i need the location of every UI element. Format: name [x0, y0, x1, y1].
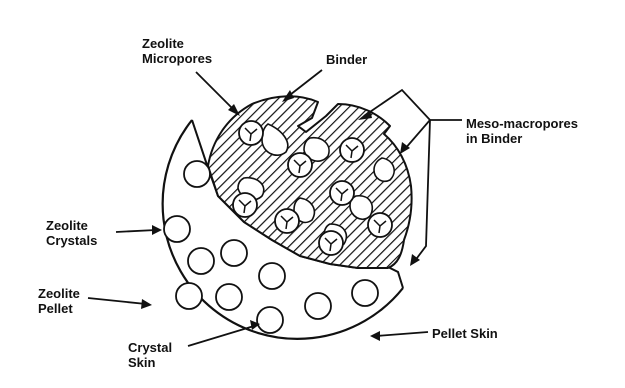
label-zeolite-pellet-line-2: Pellet: [38, 301, 80, 316]
label-binder-text: Binder: [326, 52, 367, 67]
label-crystal-skin-line-2: Skin: [128, 355, 172, 370]
label-meso-macropores-line-2: in Binder: [466, 131, 578, 146]
label-crystal-skin: Crystal Skin: [128, 340, 172, 370]
label-pellet-skin-text: Pellet Skin: [432, 326, 498, 341]
label-zeolite-crystals-line-2: Crystals: [46, 233, 97, 248]
label-meso-macropores: Meso-macropores in Binder: [466, 116, 578, 146]
label-zeolite-pellet-line-1: Zeolite: [38, 286, 80, 301]
label-binder: Binder: [326, 52, 367, 67]
label-zeolite-micropores-line-2: Micropores: [142, 51, 212, 66]
label-zeolite-pellet: Zeolite Pellet: [38, 286, 80, 316]
label-pellet-skin: Pellet Skin: [432, 326, 498, 341]
label-zeolite-micropores-line-1: Zeolite: [142, 36, 212, 51]
label-meso-macropores-line-1: Meso-macropores: [466, 116, 578, 131]
label-zeolite-crystals: Zeolite Crystals: [46, 218, 97, 248]
label-crystal-skin-line-1: Crystal: [128, 340, 172, 355]
label-zeolite-micropores: Zeolite Micropores: [142, 36, 212, 66]
label-zeolite-crystals-line-1: Zeolite: [46, 218, 97, 233]
